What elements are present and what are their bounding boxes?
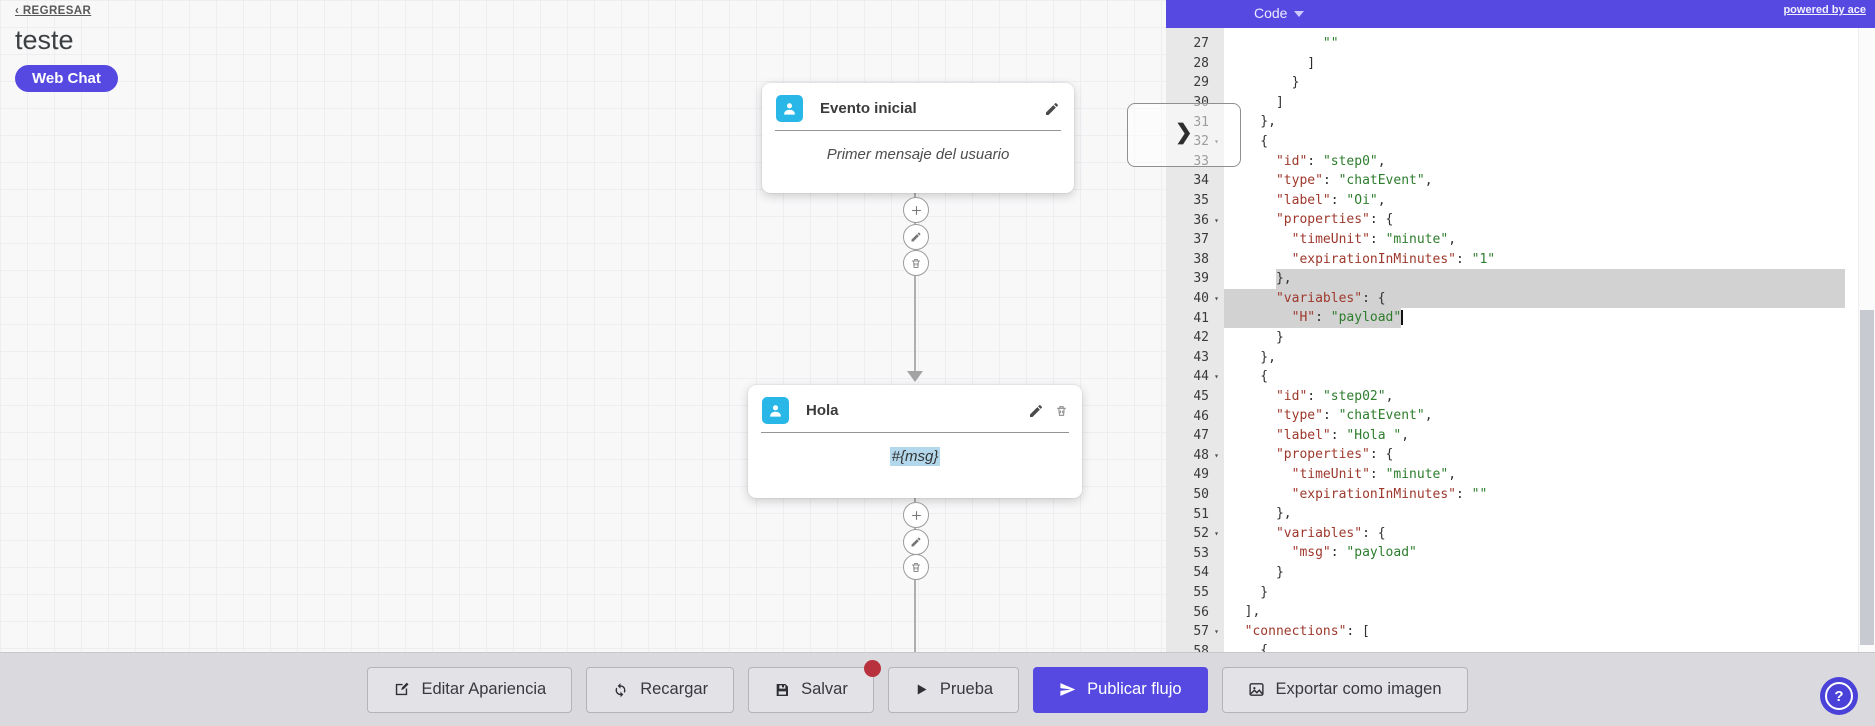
node-hola[interactable]: Hola #{msg} (748, 385, 1082, 498)
play-icon (917, 684, 927, 695)
unsaved-changes-badge (863, 659, 881, 677)
image-icon (1248, 683, 1264, 696)
back-label: REGRESAR (22, 5, 92, 17)
delete-node-icon[interactable] (1055, 404, 1068, 418)
code-panel-topbar: Code powered by ace (1166, 0, 1875, 28)
add-step-button[interactable] (903, 502, 929, 528)
bottom-toolbar: Editar Apariencia Recargar Salvar Prueba… (0, 652, 1875, 726)
chevron-down-icon (1294, 11, 1305, 18)
chevron-right-icon: ❯ (1175, 121, 1193, 144)
node-divider (775, 130, 1061, 131)
reload-button[interactable]: Recargar (586, 666, 735, 713)
back-chevron-icon: ‹ (15, 5, 20, 17)
back-link[interactable]: ‹ REGRESAR (15, 5, 118, 17)
publish-flow-button[interactable]: Publicar flujo (1033, 666, 1208, 713)
question-mark-icon: ? (1834, 687, 1844, 705)
plus-icon (911, 510, 921, 520)
help-button[interactable]: ? (1820, 677, 1858, 715)
user-icon (776, 95, 803, 122)
user-icon (762, 397, 789, 424)
code-panel: Code powered by ace 272829303132▾3334353… (1166, 0, 1875, 652)
test-button[interactable]: Prueba (887, 666, 1020, 713)
edit-node-icon[interactable] (1044, 101, 1060, 117)
node-header: Evento inicial (762, 83, 1074, 130)
edit-node-icon[interactable] (1028, 403, 1044, 419)
code-lines[interactable]: "" ] } ] }, { "id": "step0", "type": "ch… (1224, 28, 1845, 652)
node-divider (761, 432, 1069, 433)
delete-step-button[interactable] (903, 554, 929, 580)
edit-step-button[interactable] (903, 224, 929, 250)
connector-arrow-icon (907, 371, 923, 382)
node-header: Hola (748, 385, 1082, 432)
node-evento-inicial[interactable]: Evento inicial Primer mensaje del usuari… (762, 83, 1074, 193)
flow-header: ‹ REGRESAR teste Web Chat (15, 5, 118, 92)
scrollbar-thumb[interactable] (1860, 310, 1874, 645)
export-image-button[interactable]: Exportar como imagen (1221, 666, 1468, 713)
trash-icon (912, 258, 920, 268)
code-mode-dropdown[interactable]: Code (1254, 5, 1305, 21)
connector-line (914, 190, 916, 374)
delete-step-button[interactable] (903, 250, 929, 276)
pencil-icon (911, 232, 921, 242)
send-icon (1060, 683, 1076, 696)
flow-title: teste (15, 25, 74, 55)
node-title: Evento inicial (820, 100, 917, 117)
trash-icon (912, 562, 920, 572)
node-body-text: #{msg} (889, 447, 941, 466)
pencil-icon (911, 537, 921, 547)
refresh-icon (615, 683, 626, 698)
panel-collapse-button[interactable]: ❯ (1127, 103, 1241, 167)
node-title: Hola (806, 402, 839, 419)
save-icon (776, 683, 789, 696)
edit-appearance-button[interactable]: Editar Apariencia (367, 666, 573, 713)
add-step-button[interactable] (903, 197, 929, 223)
node-body-text: Primer mensaje del usuario (826, 146, 1010, 163)
save-button[interactable]: Salvar (748, 659, 881, 713)
powered-by-ace-link[interactable]: powered by ace (1783, 4, 1866, 16)
code-scrollbar[interactable] (1858, 28, 1875, 652)
plus-icon (911, 205, 921, 215)
edit-step-button[interactable] (903, 529, 929, 555)
channel-badge: Web Chat (15, 65, 118, 92)
edit-square-icon (396, 682, 409, 696)
